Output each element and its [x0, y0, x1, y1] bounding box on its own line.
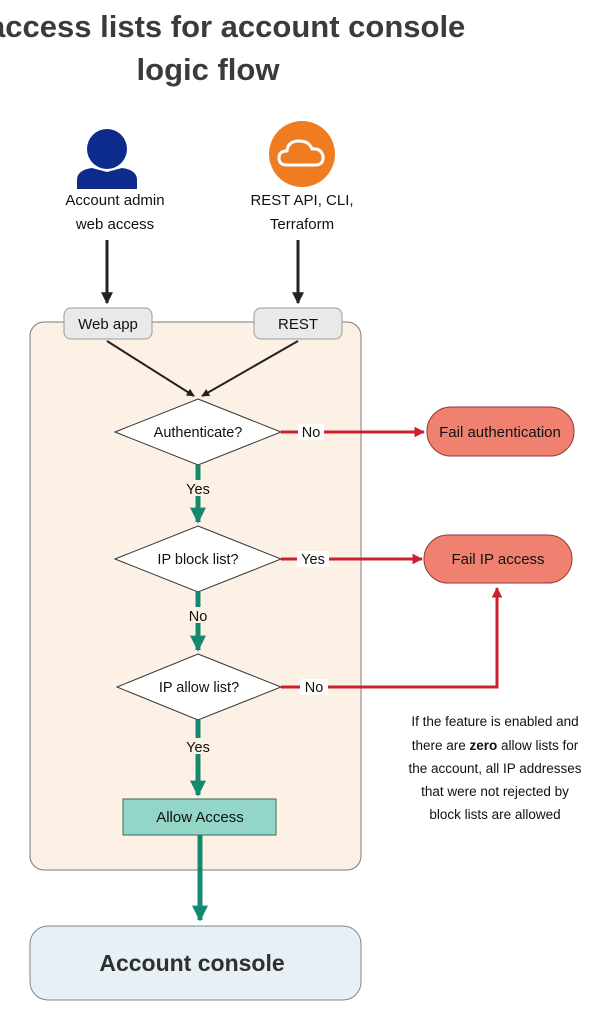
auth-yes-label-bg — [182, 480, 214, 496]
diagram-title-line1: IP access lists for account console — [0, 9, 465, 44]
rest-to-auth-arrow — [201, 340, 299, 397]
fail-authentication-label: Fail authentication — [439, 424, 561, 441]
allow-list-note-line3: the account, all IP addresses — [408, 761, 581, 776]
allow-list-note-zero: zero — [470, 738, 498, 753]
ip-block-list-label: IP block list? — [157, 552, 238, 568]
webapp-entry-box — [63, 307, 153, 340]
block-yes-label-bg — [297, 551, 329, 567]
allow-yes-label: Yes — [186, 740, 210, 756]
allow-access-box — [122, 798, 277, 836]
ip-allow-list-label: IP allow list? — [159, 680, 239, 696]
user-icon — [77, 129, 137, 189]
account-console-label: Account console — [99, 950, 284, 976]
allow-no-label-bg — [300, 679, 328, 695]
fail-ip-access-label: Fail IP access — [451, 551, 544, 568]
api-source-label-line2: Terraform — [270, 216, 334, 233]
allow-access-label: Allow Access — [156, 809, 244, 826]
block-no-label-bg — [184, 607, 212, 623]
diagram-title-line2: logic flow — [137, 52, 281, 87]
api-source-label-line1: REST API, CLI, — [250, 192, 353, 209]
rest-entry-label: REST — [278, 316, 318, 333]
webapp-to-auth-arrow — [106, 340, 195, 397]
rest-entry-box — [253, 307, 343, 340]
allow-list-note-line2: there are zero allow lists for — [412, 738, 579, 753]
block-no-label: No — [189, 609, 208, 625]
auth-no-label: No — [302, 425, 321, 441]
allow-list-note-line2-pre: there are — [412, 738, 470, 753]
block-yes-label: Yes — [301, 552, 325, 568]
cloud-icon — [269, 121, 335, 187]
auth-yes-label: Yes — [186, 482, 210, 498]
allow-no-label: No — [305, 680, 324, 696]
auth-no-label-bg — [298, 424, 324, 440]
allow-list-note-line1: If the feature is enabled and — [411, 714, 578, 729]
admin-source-label-line1: Account admin — [65, 192, 164, 209]
allow-no-arrow — [281, 586, 503, 689]
admin-source-label-line2: web access — [75, 216, 154, 233]
fail-authentication-box — [426, 406, 575, 457]
allow-list-note-line5: block lists are allowed — [429, 807, 560, 822]
fail-ip-access-box — [423, 534, 573, 584]
webapp-entry-label: Web app — [78, 316, 138, 333]
allow-list-note-line2-post: allow lists for — [497, 738, 579, 753]
account-console-box — [29, 925, 362, 1001]
allow-yes-label-bg — [182, 738, 214, 754]
allow-list-note-line4: that were not rejected by — [421, 784, 569, 799]
authenticate-label: Authenticate? — [154, 425, 243, 441]
